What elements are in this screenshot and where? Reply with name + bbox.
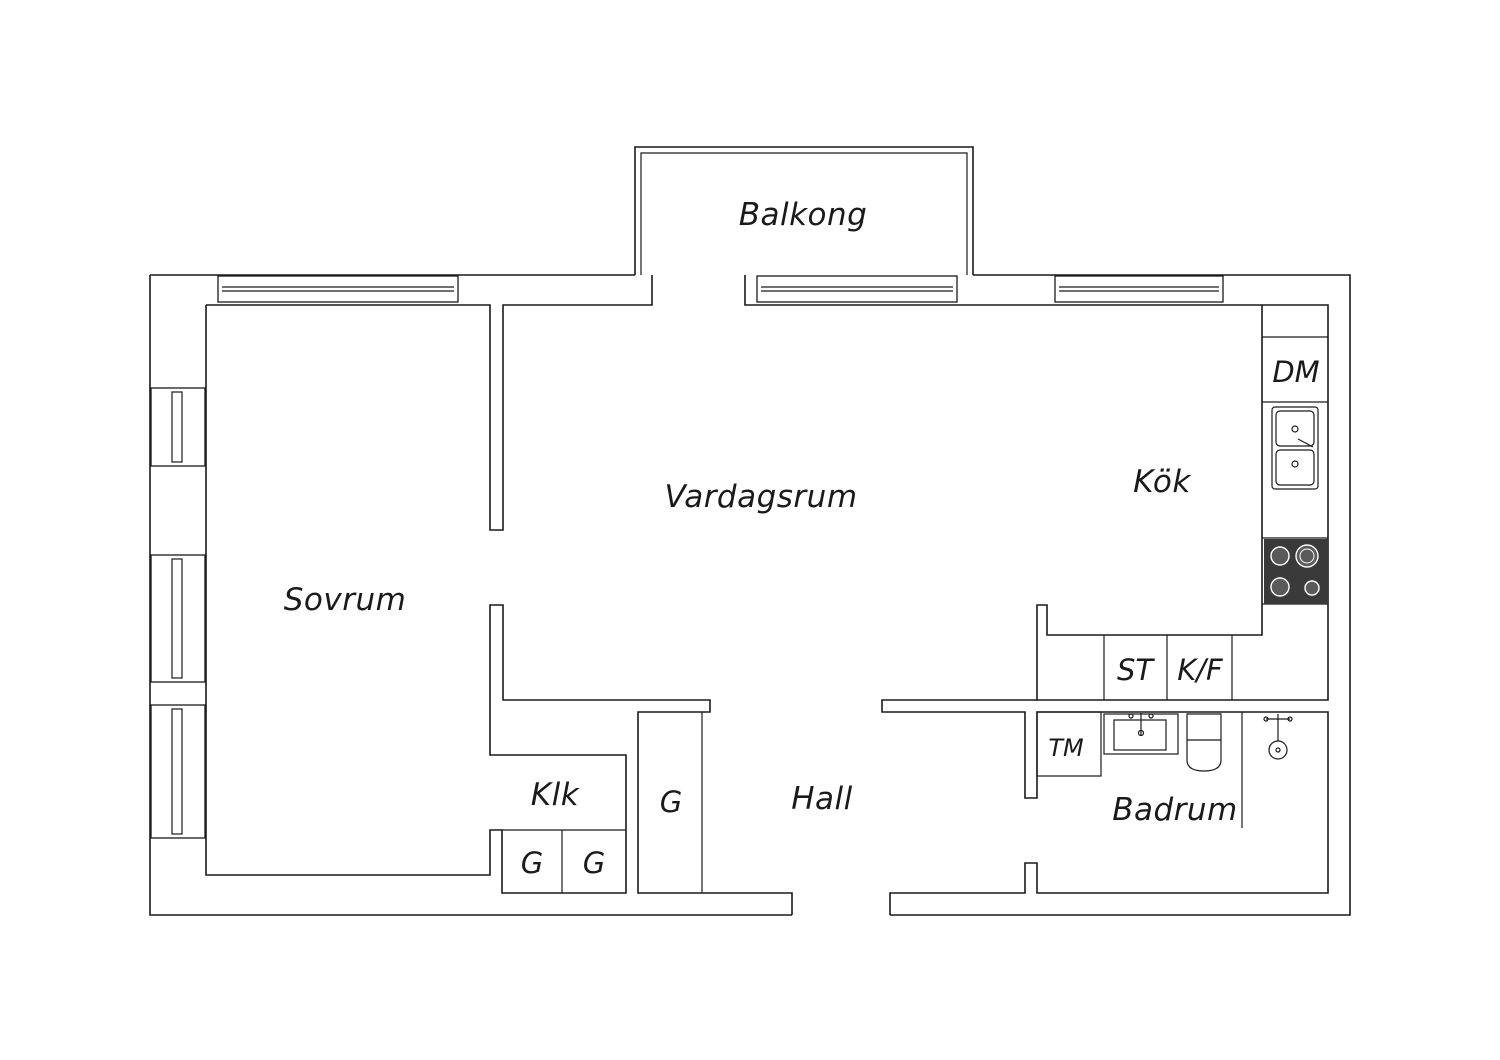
stove — [1264, 539, 1328, 604]
kitchen-appliances-bottom — [1103, 635, 1233, 700]
fixture-label-st: ST — [1117, 653, 1155, 687]
kitchen-sink — [1271, 406, 1319, 490]
window-top-left — [217, 275, 459, 303]
room-label-klk: Klk — [531, 777, 580, 813]
room-label-hall: Hall — [791, 781, 853, 817]
window-top-middle — [756, 275, 958, 303]
room-label-vardagsrum: Vardagsrum — [664, 479, 857, 515]
balcony — [634, 146, 974, 275]
window-top-right — [1054, 275, 1224, 303]
window-left-1 — [150, 387, 206, 467]
closet-dividers — [502, 712, 703, 893]
window-left-3 — [150, 704, 206, 839]
closet-label-g-hall: G — [660, 785, 682, 819]
closet-label-g-1: G — [521, 846, 543, 880]
room-label-sovrum: Sovrum — [284, 582, 407, 618]
fixture-label-kf: K/F — [1177, 653, 1224, 687]
room-label-badrum: Badrum — [1112, 792, 1238, 828]
bathroom-fixtures — [1036, 711, 1293, 828]
outer-walls — [149, 274, 1351, 916]
closet-label-g-2: G — [583, 846, 605, 880]
fixture-label-dm: DM — [1272, 355, 1319, 389]
fixture-label-tm: TM — [1048, 734, 1084, 762]
window-left-2 — [150, 554, 206, 683]
room-label-kok: Kök — [1133, 464, 1191, 500]
room-label-balkong: Balkong — [739, 197, 868, 233]
